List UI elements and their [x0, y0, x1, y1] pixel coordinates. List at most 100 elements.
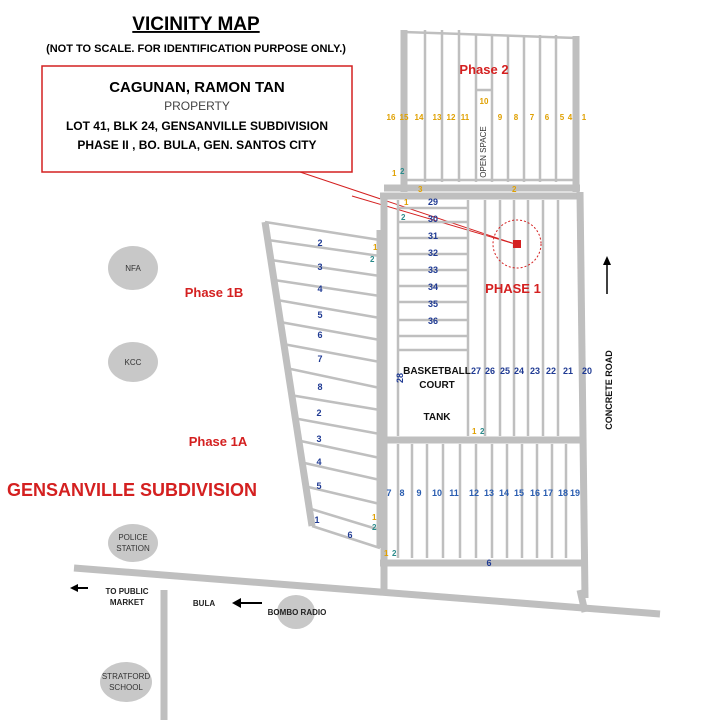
phase1-bottom-lot-12: 12 — [469, 488, 479, 498]
svg-text:1: 1 — [392, 169, 397, 178]
phase1-col-lot-34: 34 — [428, 282, 438, 292]
phase2-lot-10: 10 — [480, 97, 489, 106]
phase2-lot-8: 8 — [514, 113, 519, 122]
phase1-label: PHASE 1 — [485, 281, 541, 296]
bombo-radio-landmark — [277, 595, 315, 629]
svg-text:2: 2 — [512, 185, 517, 194]
phase1-col-lot-35: 35 — [428, 299, 438, 309]
phase1b-lot-2: 2 — [317, 238, 322, 248]
property-highlight-circle — [492, 219, 542, 269]
phase2-lot-7: 7 — [530, 113, 535, 122]
phase1a-lot-numbers: 2 3 4 5 1 6 — [314, 408, 352, 540]
phase1b-label: Phase 1B — [185, 285, 244, 300]
phase1b-lot-6: 6 — [317, 330, 322, 340]
arrow-left-icon — [70, 584, 88, 592]
stratford-label-2: SCHOOL — [109, 683, 143, 692]
phase1a-lot-5: 5 — [316, 481, 321, 491]
lot-block28: 28 — [395, 373, 405, 383]
svg-text:1: 1 — [404, 198, 409, 207]
tank-label: TANK — [423, 412, 451, 423]
phase1-row-lot-26: 26 — [485, 366, 495, 376]
phase1-row-lot-22: 22 — [546, 366, 556, 376]
phase1a-lot-6: 6 — [347, 530, 352, 540]
phase2-lot-13: 13 — [433, 113, 442, 122]
kcc-label: KCC — [125, 358, 142, 367]
phase2-lot-6: 6 — [545, 113, 550, 122]
nfa-landmark — [108, 246, 158, 290]
svg-text:2: 2 — [400, 167, 405, 176]
phase2-lot-5: 5 — [560, 113, 565, 122]
map-title: VICINITY MAP — [132, 14, 260, 35]
phase1-row-lot-numbers: 27 26 25 24 23 22 21 20 — [471, 366, 592, 376]
police-label-1: POLICE — [118, 533, 147, 542]
phase1b-lot-7: 7 — [317, 354, 322, 364]
phase1-bottom-lot-19: 19 — [570, 488, 580, 498]
phase2-lot-1: 1 — [582, 113, 587, 122]
phase2-lot-15: 15 — [400, 113, 409, 122]
phase1-row-lot-23: 23 — [530, 366, 540, 376]
phase1b-lot-4: 4 — [317, 284, 322, 294]
stratford-label-1: STRATFORD — [102, 672, 151, 681]
arrow-left-icon-bombo — [232, 598, 262, 608]
phase1-col-lot-36: 36 — [428, 316, 438, 326]
phase1-col-lot-31: 31 — [428, 231, 438, 241]
phase2-label: Phase 2 — [459, 62, 508, 77]
phase2-lot-4: 4 — [568, 113, 573, 122]
phase1-bottom-lot-7: 7 — [386, 488, 391, 498]
property-address-line1: LOT 41, BLK 24, GENSANVILLE SUBDIVISION — [66, 119, 328, 133]
phase1-row-lot-24: 24 — [514, 366, 524, 376]
phase1-bottom-lot-15: 15 — [514, 488, 524, 498]
bula-label: BULA — [193, 599, 215, 608]
court-label: COURT — [419, 380, 455, 391]
nfa-label: NFA — [125, 264, 141, 273]
phase1-bottom-lot-14: 14 — [499, 488, 509, 498]
phase2-lot-16: 16 — [387, 113, 396, 122]
phase1-bottom-lot-18: 18 — [558, 488, 568, 498]
phase1-row-lot-27: 27 — [471, 366, 481, 376]
lot-block6: 6 — [486, 558, 491, 568]
phase2-lot-14: 14 — [415, 113, 424, 122]
police-station-landmark — [108, 524, 158, 562]
property-callout-box — [41, 65, 353, 173]
owner-name: CAGUNAN, RAMON TAN — [109, 79, 285, 96]
phase1a-lot-3: 3 — [316, 434, 321, 444]
stratford-landmark — [100, 662, 152, 702]
svg-text:3: 3 — [418, 185, 423, 194]
svg-text:1: 1 — [372, 513, 377, 522]
open-space-label: OPEN SPACE — [479, 126, 488, 177]
phase1-row-lot-25: 25 — [500, 366, 510, 376]
phase1-bottom-lot-17: 17 — [543, 488, 553, 498]
property-marker — [513, 240, 521, 248]
svg-text:1: 1 — [373, 243, 378, 252]
svg-text:1: 1 — [472, 427, 477, 436]
bombo-radio-label: BOMBO RADIO — [268, 608, 327, 617]
leader-line-2 — [351, 195, 516, 245]
phase2-lot-11: 11 — [461, 113, 470, 122]
phase1-col-lot-33: 33 — [428, 265, 438, 275]
map-subtitle: (NOT TO SCALE. FOR IDENTIFICATION PURPOS… — [46, 43, 346, 55]
svg-text:2: 2 — [392, 549, 397, 558]
police-label-2: STATION — [116, 544, 150, 553]
phase1-row-lot-20: 20 — [582, 366, 592, 376]
phase1a-lot-4: 4 — [316, 457, 321, 467]
main-roads — [73, 564, 661, 720]
phase1a-lot-1: 1 — [314, 515, 319, 525]
subdivision-label: GENSANVILLE SUBDIVISION — [7, 480, 257, 500]
phase1-row-lot-21: 21 — [563, 366, 573, 376]
property-label: PROPERTY — [164, 99, 230, 113]
phase1a-label: Phase 1A — [189, 434, 248, 449]
market-label: MARKET — [110, 598, 144, 607]
phase1-bottom-lot-8: 8 — [399, 488, 404, 498]
phase1b-lot-5: 5 — [317, 310, 322, 320]
svg-text:1: 1 — [384, 549, 389, 558]
svg-text:2: 2 — [372, 523, 377, 532]
phase1a-lot-2: 2 — [316, 408, 321, 418]
svg-text:2: 2 — [401, 213, 406, 222]
svg-text:2: 2 — [370, 255, 375, 264]
